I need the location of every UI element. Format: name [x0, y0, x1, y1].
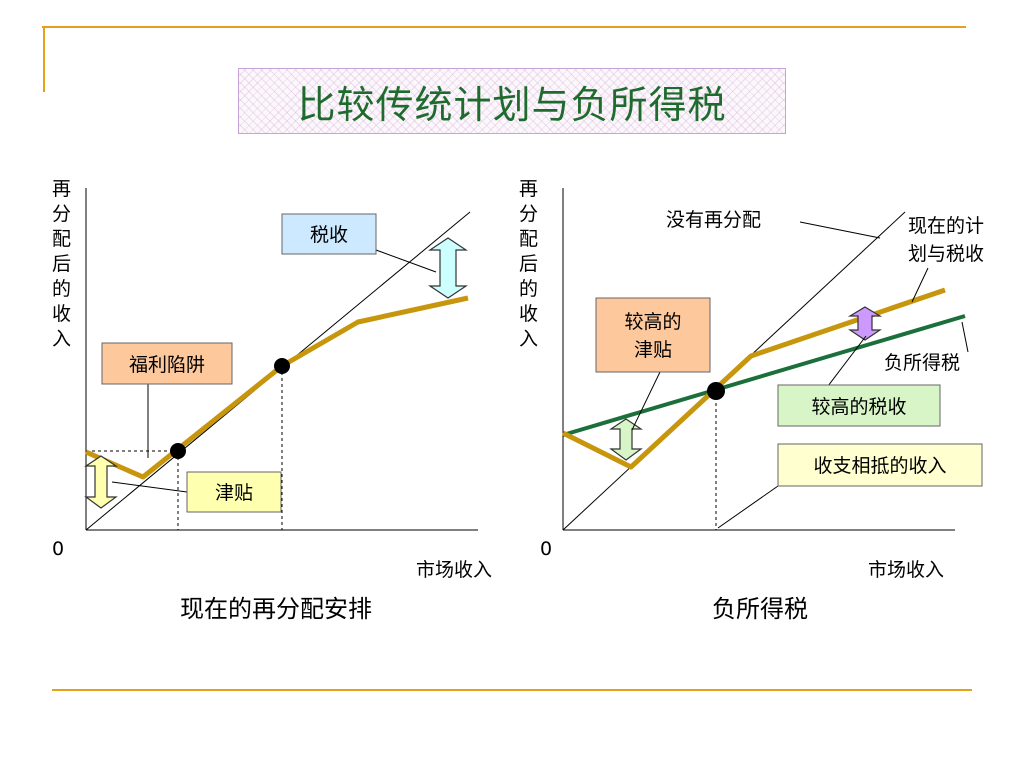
left-subsidy-arrow	[84, 455, 118, 509]
left-caption: 现在的再分配安排	[180, 595, 372, 623]
left-point-2	[274, 358, 290, 374]
right-subsidy-arrow	[609, 418, 643, 461]
right-chart: 再分配 后的收 入	[519, 178, 984, 623]
left-y-axis-label: 再分配 后的收 入	[52, 178, 77, 350]
right-current-plan-leader	[911, 267, 929, 303]
left-x-axis-label: 市场收入	[416, 559, 492, 581]
right-nit-leader	[961, 321, 969, 353]
right-current-program-curve	[561, 287, 946, 470]
left-subsidy-label: 津贴	[215, 482, 253, 504]
left-welfare-trap-label: 福利陷阱	[129, 354, 205, 376]
right-break-even-box	[777, 443, 983, 487]
left-subsidy-leader	[111, 481, 188, 493]
right-higher-subsidy-box	[595, 297, 711, 373]
right-higher-subsidy-label-1: 较高的	[624, 311, 681, 333]
right-y-axis-label: 再分配 后的收 入	[519, 178, 544, 350]
right-current-plan-label-2: 划与税收	[908, 243, 984, 265]
right-nit-line	[562, 314, 966, 437]
right-tax-arrow	[847, 306, 883, 341]
left-chart: 再分配 后的收 入	[52, 178, 492, 623]
left-point-1	[170, 443, 186, 459]
right-no-redistribution-label: 没有再分配	[666, 209, 761, 231]
left-subsidy-box	[186, 471, 282, 513]
left-tax-arrow	[428, 237, 468, 299]
left-origin-label: 0	[52, 538, 64, 560]
left-welfare-trap-box	[101, 342, 233, 385]
right-higher-tax-leader	[827, 335, 867, 387]
right-x-axis-label: 市场收入	[868, 559, 944, 581]
right-higher-tax-box	[777, 384, 941, 427]
right-break-even-point	[707, 382, 725, 400]
left-tax-box	[281, 213, 377, 255]
left-tax-leader	[375, 249, 437, 273]
right-origin-label: 0	[540, 538, 552, 560]
left-tax-label: 税收	[310, 224, 348, 246]
right-no-redistribution-leader	[799, 221, 881, 239]
right-break-even-label: 收支相抵的收入	[813, 455, 946, 477]
right-higher-subsidy-leader	[631, 371, 661, 431]
slide-title: 比较传统计划与负所得税	[238, 68, 786, 134]
right-nit-label: 负所得税	[884, 352, 960, 374]
right-current-plan-label-1: 现在的计	[908, 215, 984, 237]
right-caption: 负所得税	[712, 595, 808, 623]
right-higher-subsidy-label-2: 津贴	[634, 339, 672, 361]
right-break-even-leader	[717, 485, 779, 529]
left-current-program-curve	[84, 295, 469, 480]
right-higher-tax-label: 较高的税收	[811, 396, 906, 418]
